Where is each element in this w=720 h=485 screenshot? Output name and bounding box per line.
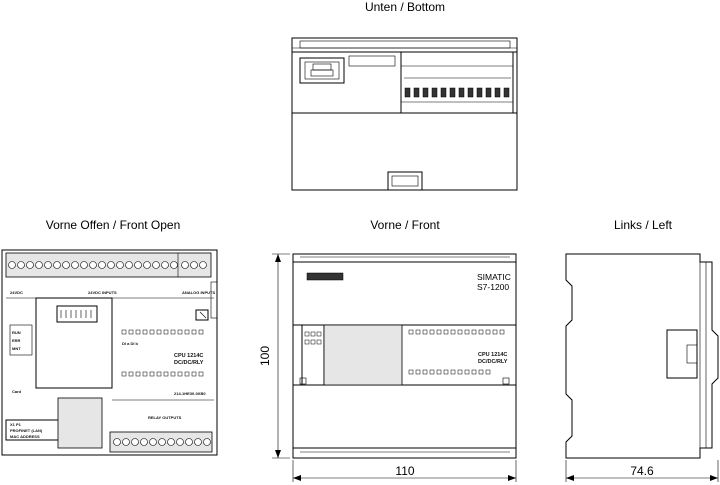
side-connector	[666, 329, 698, 379]
dim-width-label: 110	[395, 464, 414, 478]
profinet-label: PROFINET (LAN)	[10, 428, 43, 433]
front-nameplate	[306, 272, 344, 281]
x1-label: X1 P1	[10, 422, 22, 427]
order-number: 214-1HE30-0XB0	[174, 391, 206, 396]
relay-outputs-label: RELAY OUTPUTS	[148, 415, 182, 420]
svg-text:ERR: ERR	[12, 338, 21, 343]
card-label: Card	[12, 389, 22, 394]
front-open-view-title: Vorne Offen / Front Open	[46, 218, 181, 232]
brand-simatic: SIMATIC	[477, 272, 511, 282]
analog-inputs-label: ANALOG INPUTS	[182, 290, 215, 295]
svg-text:RUN: RUN	[12, 330, 21, 335]
dcdcrly-label-open: DC/DC/RLY	[174, 360, 204, 366]
front-open-view: 24VDC 24VDC INPUTS ANALOG INPUTS RUN ERR…	[1, 249, 218, 456]
front-view-title: Vorne / Front	[370, 218, 440, 232]
terminal-block-bottom	[400, 51, 514, 114]
di-label: DI a DI b	[122, 341, 139, 346]
din-latch	[387, 171, 423, 191]
dim-height-label: 100	[258, 346, 272, 366]
dc-inputs-label: 24VDC INPUTS	[88, 290, 117, 295]
power-label: 24VDC	[10, 290, 23, 295]
mac-label: MAC ADDRESS	[10, 434, 40, 439]
left-view-title: Links / Left	[614, 218, 673, 232]
front-door-panel	[323, 324, 403, 386]
cpu-label-front: CPU 1214C	[478, 352, 507, 358]
dim-depth-label: 74.6	[630, 464, 654, 478]
brand-s7: S7-1200	[477, 282, 509, 292]
bottom-view	[291, 37, 518, 191]
dcdcrly-label-front: DC/DC/RLY	[478, 359, 508, 365]
left-view: 74.6	[565, 253, 719, 482]
bottom-view-title: Unten / Bottom	[365, 0, 445, 14]
front-view: SIMATIC S7-1200 CPU 1214C DC/DC/RLY	[258, 253, 517, 482]
cpu-label-open: CPU 1214C	[174, 353, 203, 359]
svg-text:MNT: MNT	[12, 346, 21, 351]
ethernet-block-open	[57, 397, 103, 449]
